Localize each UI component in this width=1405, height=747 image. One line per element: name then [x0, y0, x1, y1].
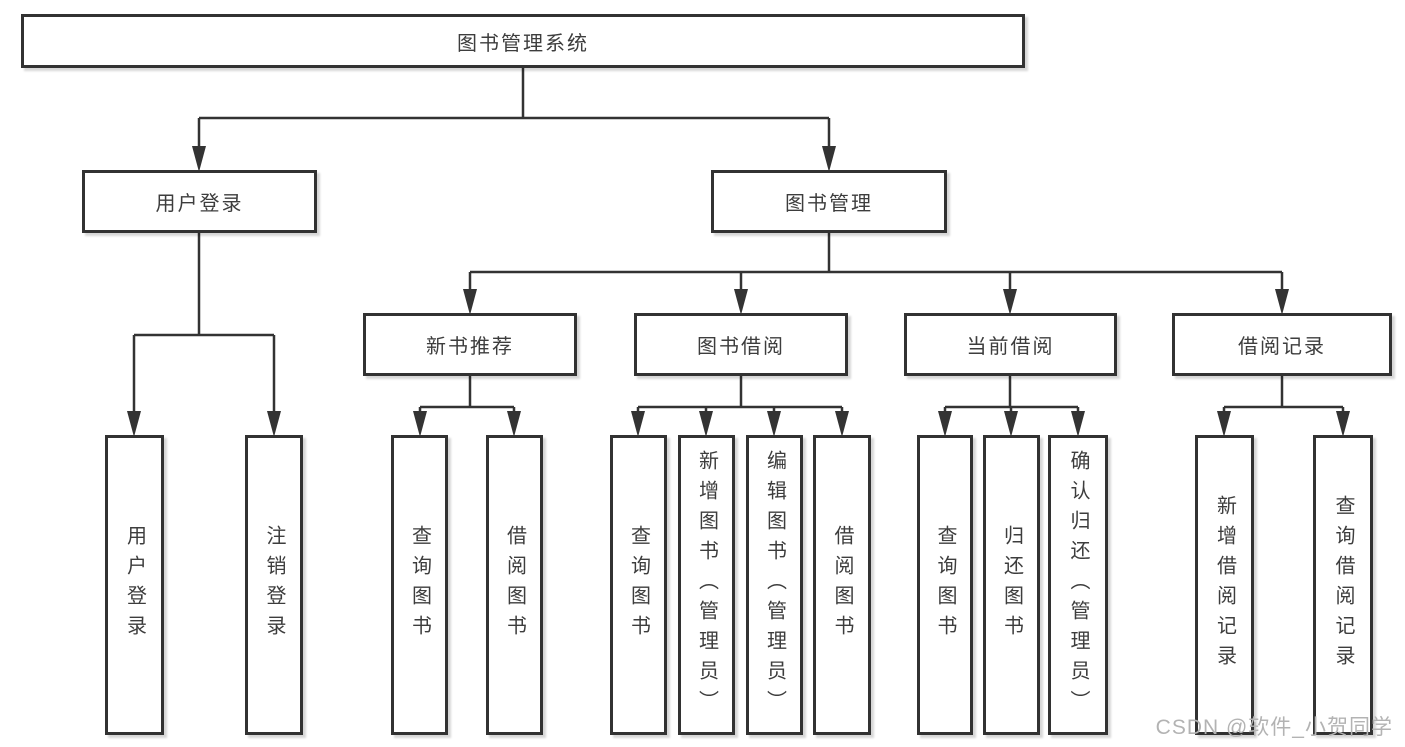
node-user-login: 用户登录	[82, 170, 317, 233]
leaf-query-book-3: 查询图书	[917, 435, 973, 735]
leaf-query-book-1: 查询图书	[391, 435, 448, 735]
leaf-query-borrow-record: 查询借阅记录	[1313, 435, 1373, 735]
leaf-return-book: 归还图书	[983, 435, 1040, 735]
leaf-query-book-2: 查询图书	[610, 435, 667, 735]
node-book-borrow: 图书借阅	[634, 313, 848, 376]
leaf-add-book-admin: 新增图书（管理员）	[678, 435, 735, 735]
node-borrow-records: 借阅记录	[1172, 313, 1392, 376]
leaf-confirm-return-admin: 确认归还（管理员）	[1048, 435, 1108, 735]
leaf-edit-book-admin: 编辑图书（管理员）	[746, 435, 803, 735]
leaf-logout: 注销登录	[245, 435, 303, 735]
watermark: CSDN @软件_小贺同学	[1155, 716, 1393, 739]
node-current-borrow: 当前借阅	[904, 313, 1117, 376]
leaf-borrow-book-1: 借阅图书	[486, 435, 543, 735]
node-book-management: 图书管理	[711, 170, 947, 233]
leaf-borrow-book-2: 借阅图书	[813, 435, 871, 735]
node-new-book-recommend: 新书推荐	[363, 313, 577, 376]
leaf-add-borrow-record: 新增借阅记录	[1195, 435, 1254, 735]
node-root-system: 图书管理系统	[21, 14, 1025, 68]
leaf-user-login: 用户登录	[105, 435, 164, 735]
